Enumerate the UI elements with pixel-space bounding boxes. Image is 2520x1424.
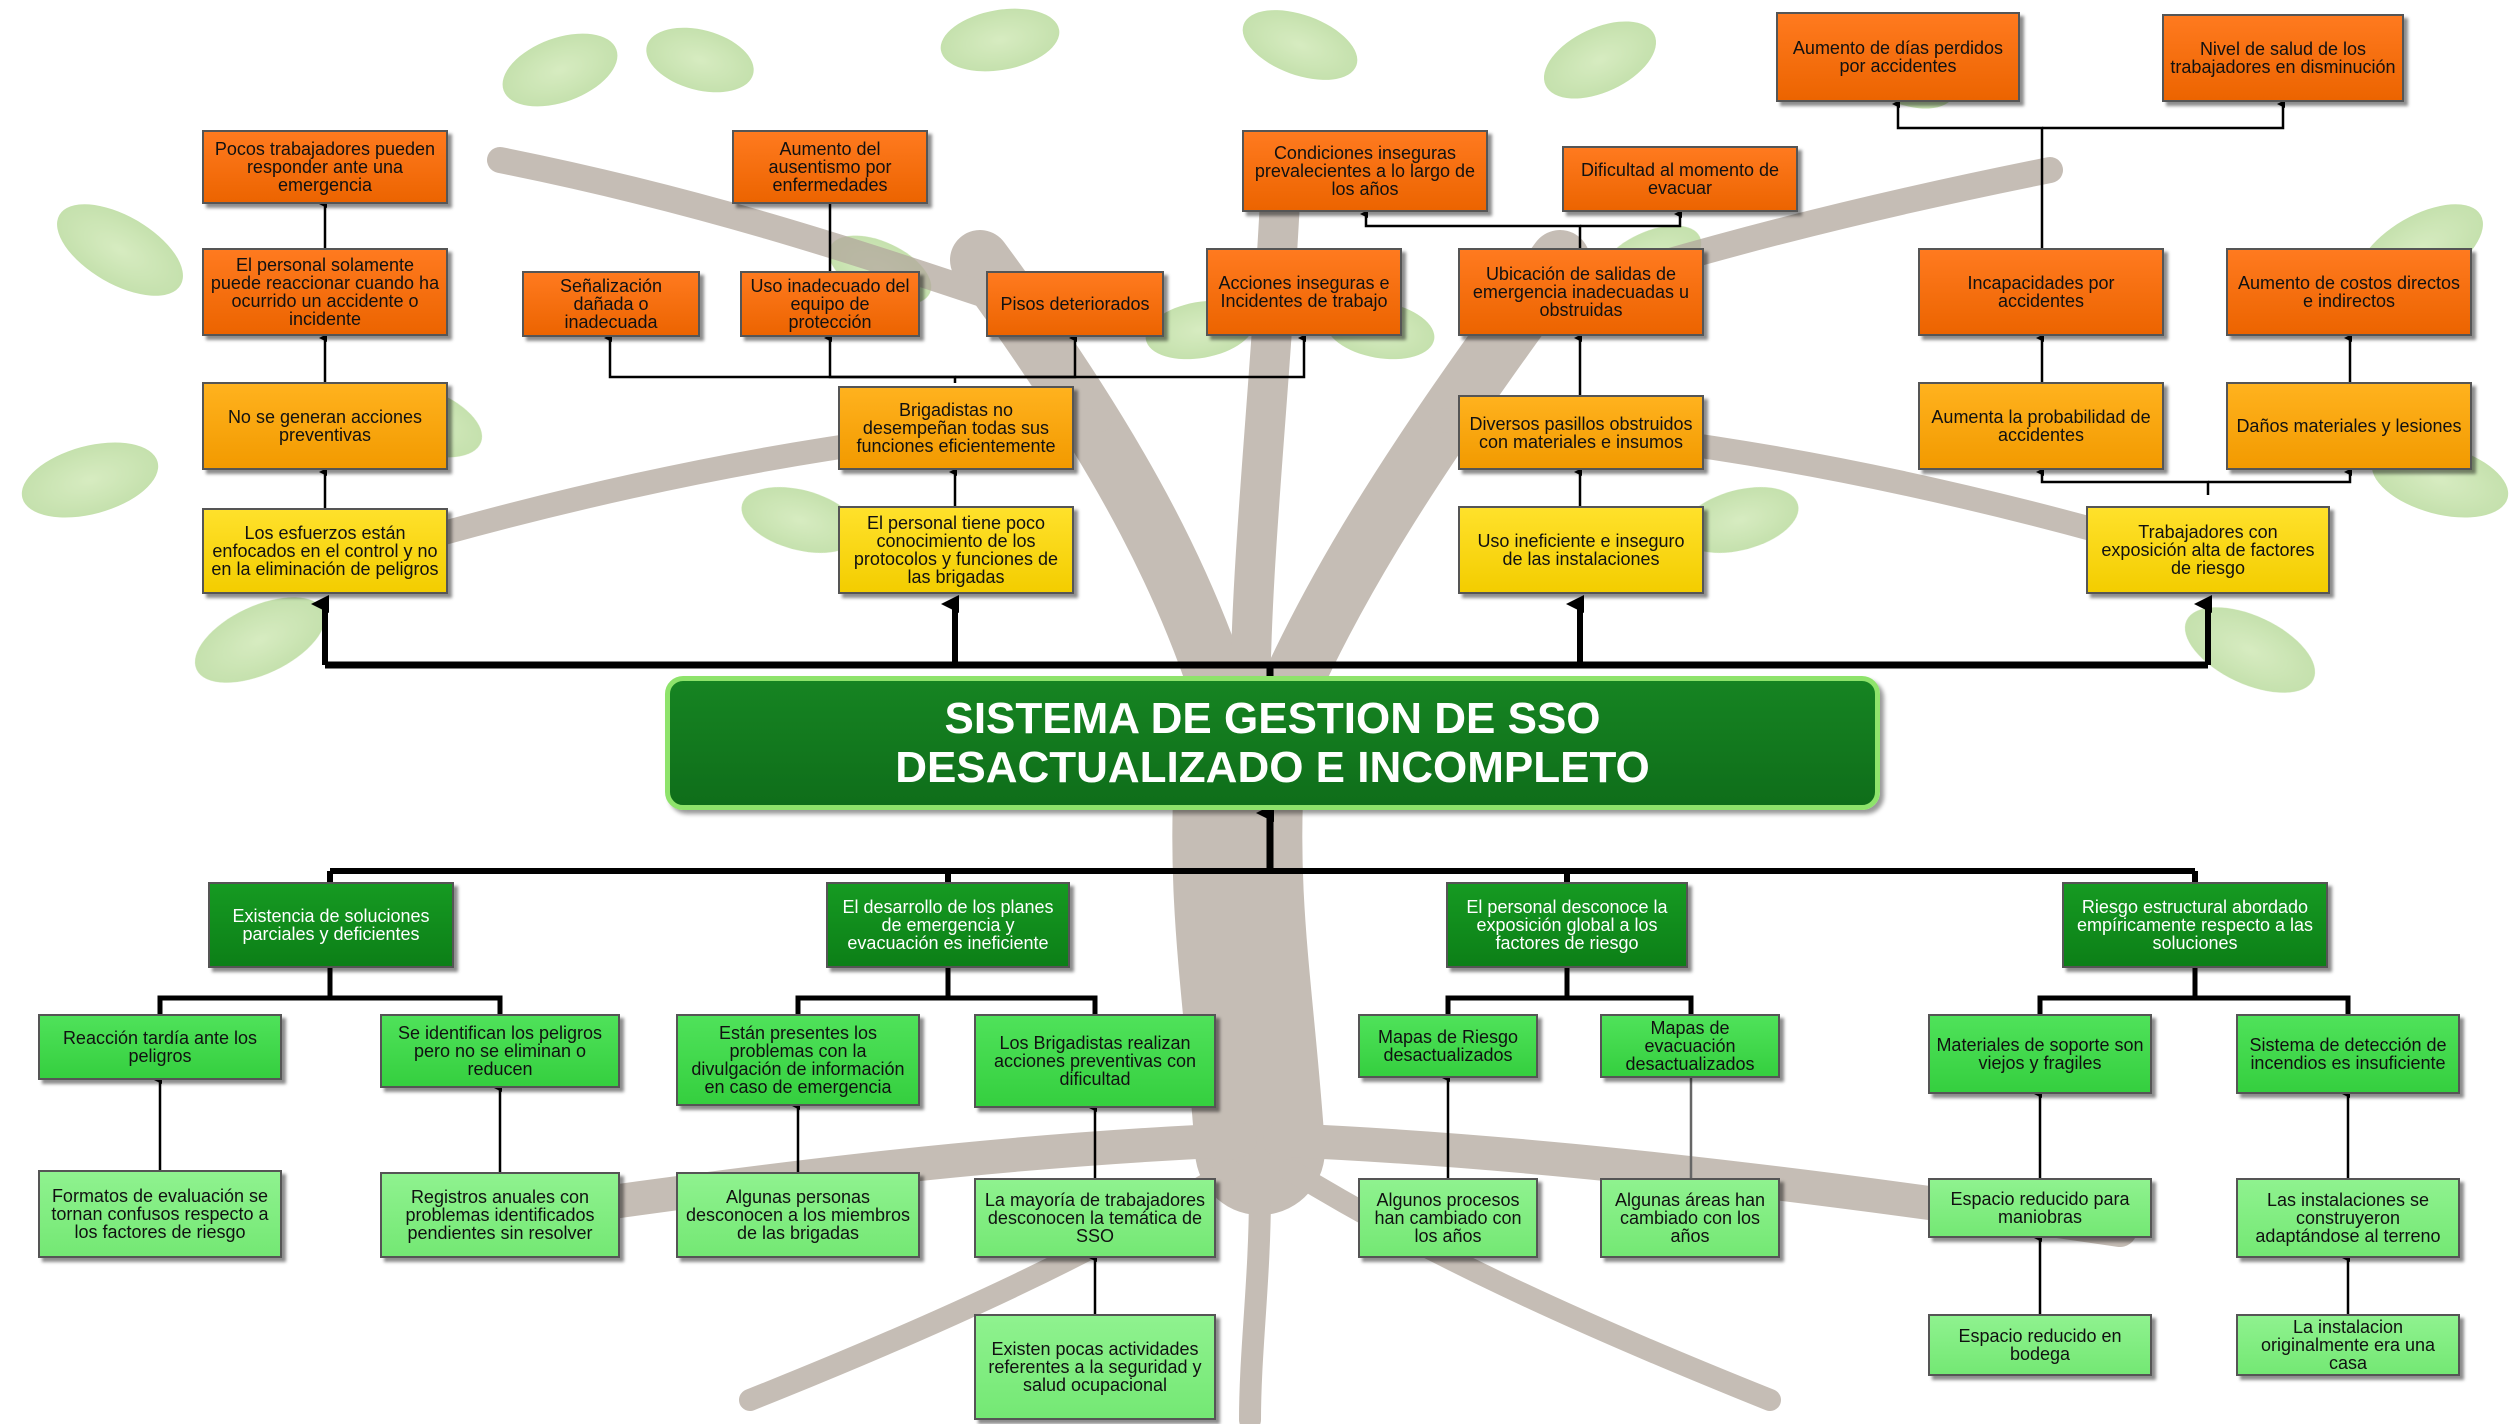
cause-label: Algunas personas desconocen a los miembr… (685, 1187, 911, 1243)
effect-box-f2: Aumento del ausentismo por enfermedades (732, 130, 928, 204)
cause-box-r2: Registros anuales con problemas identifi… (380, 1172, 620, 1258)
effect-label: Daños materiales y lesiones (2236, 416, 2462, 436)
effect-box-d1: No se generan acciones preventivas (202, 382, 448, 470)
cause-box-s5: Mapas de Riesgo desactualizados (1358, 1014, 1538, 1078)
core-problem-line-1: SISTEMA DE GESTION DE SSO (944, 693, 1601, 743)
cause-label: Existencia de soluciones parciales y def… (232, 906, 430, 944)
cause-label: Las instalaciones se construyeron adaptá… (2255, 1190, 2441, 1246)
effect-label: Señalización dañada o inadecuada (559, 276, 663, 332)
core-problem-box: SISTEMA DE GESTION DE SSO DESACTUALIZADO… (665, 676, 1880, 810)
cause-label: Están presentes los problemas con la div… (691, 1023, 905, 1097)
cause-box-c2: El desarrollo de los planes de emergenci… (826, 882, 1070, 968)
effect-box-y2: El personal tiene poco conocimiento de l… (838, 506, 1074, 594)
effect-label: Aumento del ausentismo por enfermedades (768, 139, 892, 195)
effect-label: Ubicación de salidas de emergencia inade… (1472, 264, 1690, 320)
effect-box-e6: Ubicación de salidas de emergencia inade… (1458, 248, 1704, 336)
cause-label: Los Brigadistas realizan acciones preven… (993, 1033, 1197, 1089)
cause-box-s6: Mapas de evacuación desactualizados (1600, 1014, 1780, 1078)
effect-box-f4: Dificultad al momento de evacuar (1562, 146, 1798, 212)
effect-box-f5: Aumento de días perdidos por accidentes (1776, 12, 2020, 102)
cause-label: El desarrollo de los planes de emergenci… (842, 897, 1054, 953)
cause-label: Mapas de evacuación desactualizados (1625, 1018, 1755, 1074)
effect-box-e8: Aumento de costos directos e indirectos (2226, 248, 2472, 336)
cause-box-r4: La mayoría de trabajadores desconocen la… (974, 1178, 1216, 1258)
effect-label: Uso inadecuado del equipo de protección (750, 276, 910, 332)
cause-box-r1: Formatos de evaluación se tornan confuso… (38, 1170, 282, 1258)
core-problem-line-2: DESACTUALIZADO E INCOMPLETO (895, 743, 1650, 792)
effect-box-e3: Uso inadecuado del equipo de protección (740, 271, 920, 337)
effect-box-e4: Pisos deteriorados (986, 271, 1164, 337)
cause-label: La mayoría de trabajadores desconocen la… (984, 1190, 1206, 1246)
cause-box-s2: Se identifican los peligros pero no se e… (380, 1014, 620, 1088)
effect-label: El personal solamente puede reaccionar c… (210, 255, 440, 329)
effect-box-f3: Condiciones inseguras prevalecientes a l… (1242, 130, 1488, 212)
cause-box-c1: Existencia de soluciones parciales y def… (208, 882, 454, 968)
effect-box-e1: El personal solamente puede reaccionar c… (202, 248, 448, 336)
effect-label: Los esfuerzos están enfocados en el cont… (211, 523, 439, 579)
effect-label: No se generan acciones preventivas (227, 407, 423, 445)
cause-label: Espacio reducido en bodega (1958, 1326, 2122, 1364)
cause-box-s8: Sistema de detección de incendios es ins… (2236, 1014, 2460, 1094)
cause-label: Sistema de detección de incendios es ins… (2249, 1035, 2447, 1073)
cause-box-r3: Algunas personas desconocen a los miembr… (676, 1172, 920, 1258)
effect-label: Incapacidades por accidentes (1967, 273, 2115, 311)
effect-box-y4: Trabajadores con exposición alta de fact… (2086, 506, 2330, 594)
effect-label: Pocos trabajadores pueden responder ante… (214, 139, 436, 195)
effect-label: Nivel de salud de los trabajadores en di… (2170, 39, 2396, 77)
effect-box-d3: Diversos pasillos obstruidos con materia… (1458, 395, 1704, 470)
effect-label: Dificultad al momento de evacuar (1580, 160, 1780, 198)
cause-label: Riesgo estructural abordado empíricament… (2076, 897, 2314, 953)
cause-label: Algunas áreas han cambiado con los años (1614, 1190, 1766, 1246)
effect-box-d5: Daños materiales y lesiones (2226, 382, 2472, 470)
effect-label: El personal tiene poco conocimiento de l… (853, 513, 1059, 587)
effect-box-e7: Incapacidades por accidentes (1918, 248, 2164, 336)
effect-label: Diversos pasillos obstruidos con materia… (1469, 413, 1693, 452)
cause-box-c3: El personal desconoce la exposición glob… (1446, 882, 1688, 968)
effect-label: Condiciones inseguras prevalecientes a l… (1254, 143, 1476, 199)
cause-label: Formatos de evaluación se tornan confuso… (51, 1186, 269, 1242)
cause-label: Espacio reducido para maniobras (1950, 1189, 2130, 1227)
cause-box-r7: Espacio reducido para maniobras (1928, 1178, 2152, 1238)
effect-label: Aumento de costos directos e indirectos (2237, 273, 2461, 311)
cause-label: Mapas de Riesgo desactualizados (1377, 1027, 1519, 1065)
cause-box-q3: La instalacion originalmente era una cas… (2236, 1314, 2460, 1376)
effect-label: Pisos deteriorados (1000, 294, 1150, 314)
effect-label: Aumento de días perdidos por accidentes (1792, 38, 2004, 76)
cause-box-s4: Los Brigadistas realizan acciones preven… (974, 1014, 1216, 1108)
effect-label: Brigadistas no desempeñan todas sus func… (856, 400, 1056, 456)
effect-label: Uso ineficiente e inseguro de las instal… (1477, 531, 1685, 569)
effect-box-d4: Aumenta la probabilidad de accidentes (1918, 382, 2164, 470)
cause-box-q2: Espacio reducido en bodega (1928, 1314, 2152, 1376)
cause-label: El personal desconoce la exposición glob… (1466, 897, 1668, 953)
effect-box-e5: Acciones inseguras e Incidentes de traba… (1206, 248, 1402, 336)
cause-label: La instalacion originalmente era una cas… (2260, 1317, 2436, 1373)
cause-box-c4: Riesgo estructural abordado empíricament… (2062, 882, 2328, 968)
cause-box-r8: Las instalaciones se construyeron adaptá… (2236, 1178, 2460, 1258)
effect-box-f6: Nivel de salud de los trabajadores en di… (2162, 14, 2404, 102)
effect-box-y1: Los esfuerzos están enfocados en el cont… (202, 508, 448, 594)
cause-box-q1: Existen pocas actividades referentes a l… (974, 1314, 1216, 1420)
cause-box-s7: Materiales de soporte son viejos y fragi… (1928, 1014, 2152, 1094)
cause-box-s1: Reacción tardía ante los peligros (38, 1014, 282, 1080)
effect-label: Trabajadores con exposición alta de fact… (2101, 522, 2315, 578)
effect-label: Acciones inseguras e Incidentes de traba… (1218, 273, 1390, 311)
cause-box-s3: Están presentes los problemas con la div… (676, 1014, 920, 1106)
cause-box-r6: Algunas áreas han cambiado con los años (1600, 1178, 1780, 1258)
cause-label: Reacción tardía ante los peligros (62, 1028, 258, 1066)
cause-box-r5: Algunos procesos han cambiado con los añ… (1358, 1178, 1538, 1258)
effect-box-y3: Uso ineficiente e inseguro de las instal… (1458, 506, 1704, 594)
cause-label: Materiales de soporte son viejos y fragi… (1936, 1035, 2144, 1073)
effect-box-d2: Brigadistas no desempeñan todas sus func… (838, 386, 1074, 470)
cause-label: Registros anuales con problemas identifi… (405, 1187, 595, 1243)
cause-label: Algunos procesos han cambiado con los añ… (1374, 1190, 1522, 1246)
effect-box-f1: Pocos trabajadores pueden responder ante… (202, 130, 448, 204)
effect-box-e2: Señalización dañada o inadecuada (522, 271, 700, 337)
cause-label: Se identifican los peligros pero no se e… (397, 1023, 603, 1079)
effect-label: Aumenta la probabilidad de accidentes (1931, 407, 2151, 445)
cause-label: Existen pocas actividades referentes a l… (988, 1339, 1202, 1395)
